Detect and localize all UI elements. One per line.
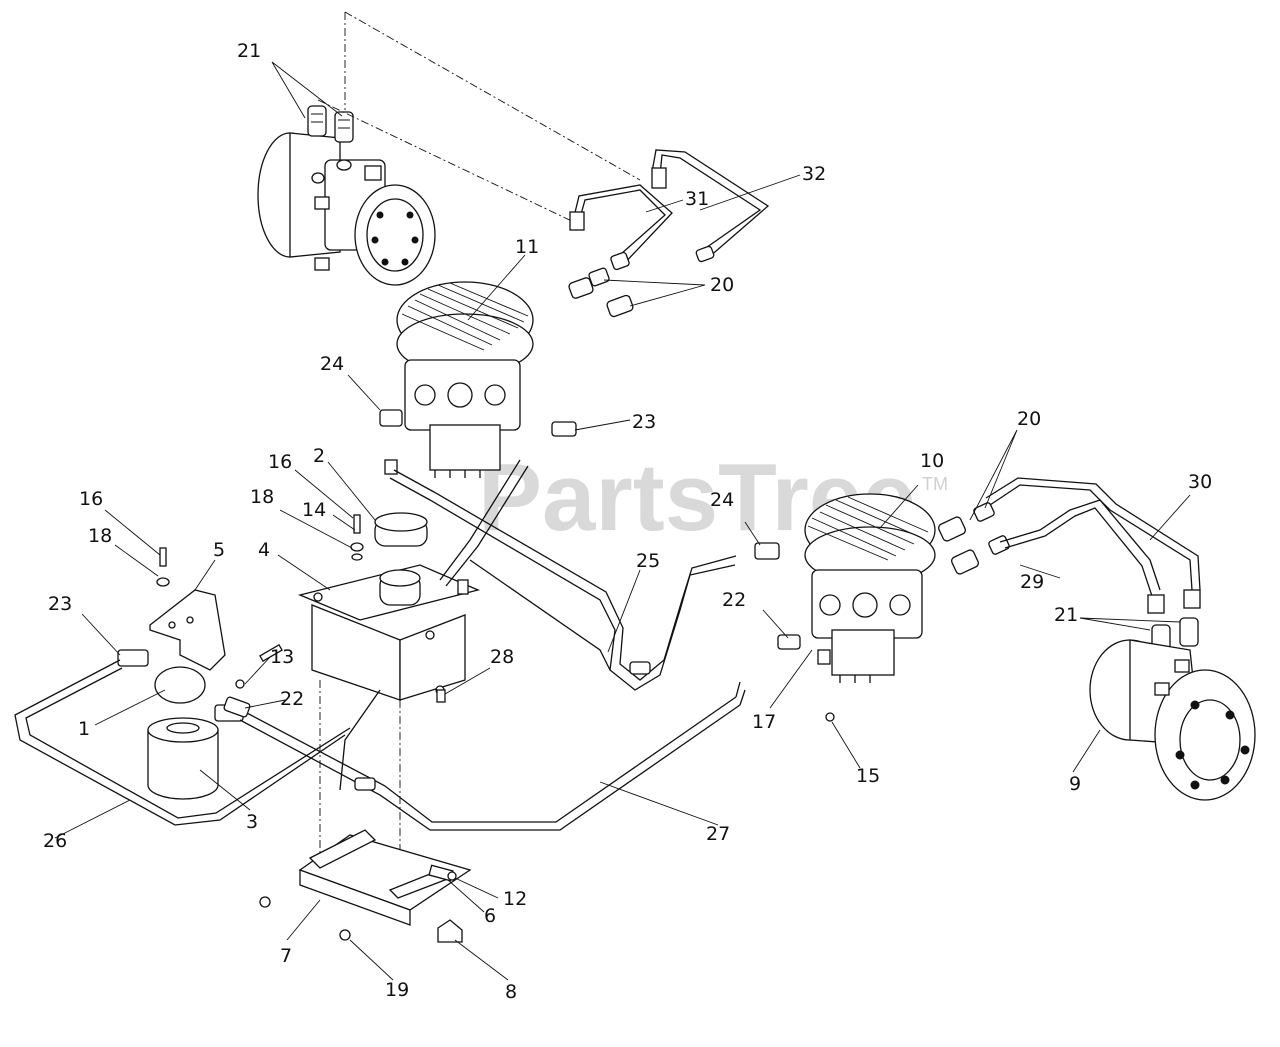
reservoir-4 — [297, 564, 481, 701]
left-wheel-motor — [257, 132, 436, 286]
callout-21: 21 — [237, 40, 261, 62]
bolt-16-washer-18-left — [156, 547, 170, 587]
callout-23: 23 — [48, 593, 72, 615]
callout-20: 20 — [1017, 408, 1041, 430]
tube-31 — [571, 184, 673, 269]
callout-25: 25 — [636, 550, 660, 572]
callout-2: 2 — [313, 445, 325, 467]
tube-29 — [999, 499, 1161, 597]
callout-22: 22 — [722, 589, 746, 611]
callout-18: 18 — [88, 525, 112, 547]
clip-8 — [437, 919, 463, 943]
callout-labels: 21 32 31 11 20 24 23 16 2 20 10 30 16 18… — [43, 40, 1212, 1003]
callout-21: 21 — [1054, 604, 1078, 626]
callout-24: 24 — [320, 353, 344, 375]
callout-29: 29 — [1020, 571, 1044, 593]
callout-18: 18 — [250, 486, 274, 508]
callout-16: 16 — [79, 488, 103, 510]
hose-26 — [14, 659, 351, 826]
callout-28: 28 — [490, 646, 514, 668]
nut-15 — [825, 712, 835, 722]
callout-15: 15 — [856, 765, 880, 787]
screw-13 — [235, 644, 283, 689]
callout-17: 17 — [752, 711, 776, 733]
callout-10: 10 — [920, 450, 944, 472]
nut-left-plate — [259, 896, 271, 908]
wheel-motor-9 — [1089, 639, 1256, 801]
callout-20: 20 — [710, 274, 734, 296]
bracket-5 — [149, 589, 226, 671]
callout-7: 7 — [280, 945, 292, 967]
fitting-22-left — [223, 696, 251, 718]
callout-14: 14 — [302, 499, 326, 521]
reservoir-cap-2 — [374, 512, 428, 547]
watermark-trademark: TM — [922, 474, 948, 494]
filter-3 — [147, 717, 219, 800]
callout-9: 9 — [1069, 773, 1081, 795]
nut-19 — [339, 929, 351, 941]
callout-3: 3 — [246, 811, 258, 833]
tube-32 — [569, 149, 770, 259]
bolt-16-washer-18-14 — [350, 514, 364, 561]
callout-22: 22 — [280, 688, 304, 710]
callout-30: 30 — [1188, 471, 1212, 493]
pump-11 — [379, 281, 577, 478]
callout-31: 31 — [685, 188, 709, 210]
pump-10 — [754, 493, 936, 683]
hose-25 — [389, 469, 737, 691]
tube-30 — [985, 477, 1201, 614]
filter-base-1 — [117, 649, 244, 722]
stud-28 — [436, 689, 446, 703]
callout-32: 32 — [802, 163, 826, 185]
hose-return — [339, 459, 611, 791]
callout-19: 19 — [385, 979, 409, 1001]
callout-4: 4 — [258, 539, 270, 561]
callout-13: 13 — [270, 646, 294, 668]
leader-lines — [54, 61, 1191, 981]
callout-5: 5 — [213, 539, 225, 561]
callout-16: 16 — [268, 451, 292, 473]
callout-27: 27 — [706, 823, 730, 845]
fittings-20-upper — [568, 245, 715, 318]
callout-26: 26 — [43, 830, 67, 852]
callout-1: 1 — [78, 718, 90, 740]
callout-23: 23 — [632, 411, 656, 433]
dashed-guide-top — [317, 11, 641, 226]
callout-12: 12 — [503, 888, 527, 910]
callout-11: 11 — [515, 236, 539, 258]
callout-24: 24 — [710, 489, 734, 511]
callout-6: 6 — [484, 905, 496, 927]
hose-27 — [239, 681, 746, 831]
callout-8: 8 — [505, 981, 517, 1003]
hardware-12-6 — [428, 864, 457, 882]
